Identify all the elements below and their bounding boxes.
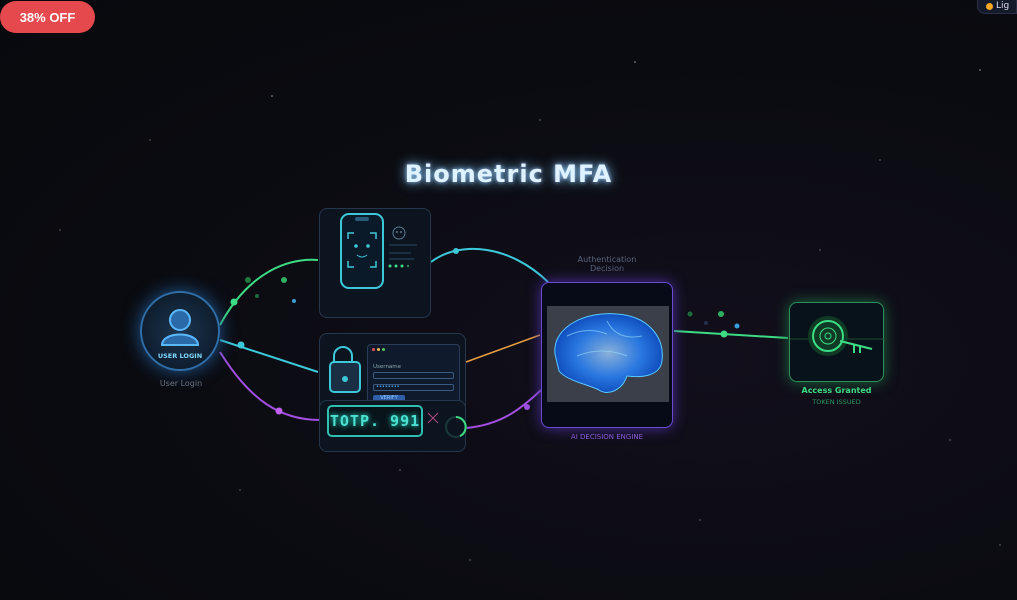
access-granted-title: Access Granted — [801, 386, 872, 395]
stars — [59, 61, 1001, 561]
flow-line-password-out — [465, 334, 541, 363]
authentication-decision-label: Authentication Decision — [577, 255, 637, 273]
flow-line-totp-out — [465, 389, 542, 429]
sun-icon — [986, 2, 993, 10]
flow-line-totp — [219, 351, 321, 421]
totp-code: TOTP. 991 — [327, 405, 423, 437]
token-issued-label: TOKEN ISSUED — [812, 398, 861, 406]
flow-line-password — [219, 339, 319, 373]
password-field[interactable]: •••••••• — [373, 384, 454, 391]
user-login-caption: User Login — [159, 379, 203, 388]
access-granted-card — [789, 302, 885, 382]
ai-decision-engine-card — [541, 282, 673, 428]
password-card: Username •••••••• VERIFY — [319, 333, 466, 413]
padlock-icon — [329, 346, 361, 393]
face-id-card — [319, 208, 431, 318]
flow-line-biometric-out — [430, 247, 549, 283]
key-target-icon — [790, 316, 885, 356]
username-field[interactable] — [373, 372, 454, 379]
brain-icon — [554, 313, 663, 393]
username-label: Username — [373, 364, 402, 370]
discount-badge[interactable]: 38% OFF — [0, 1, 95, 33]
user-icon — [160, 309, 200, 346]
verify-button[interactable]: VERIFY — [373, 395, 405, 402]
page-title: Biometric MFA — [404, 160, 613, 188]
theme-toggle[interactable]: Lig — [977, 0, 1017, 14]
theme-toggle-label: Lig — [996, 1, 1010, 11]
flow-line-biometric — [219, 258, 319, 326]
user-login-badge: USER LOGIN — [157, 352, 203, 360]
face-scan-icon — [340, 213, 417, 289]
flow-line-access — [673, 330, 789, 339]
ai-decision-engine-caption: AI DECISION ENGINE — [570, 433, 644, 441]
login-form-window: Username •••••••• VERIFY — [367, 344, 460, 410]
user-login-node[interactable]: USER LOGIN — [140, 291, 220, 371]
brain-image — [547, 306, 669, 402]
